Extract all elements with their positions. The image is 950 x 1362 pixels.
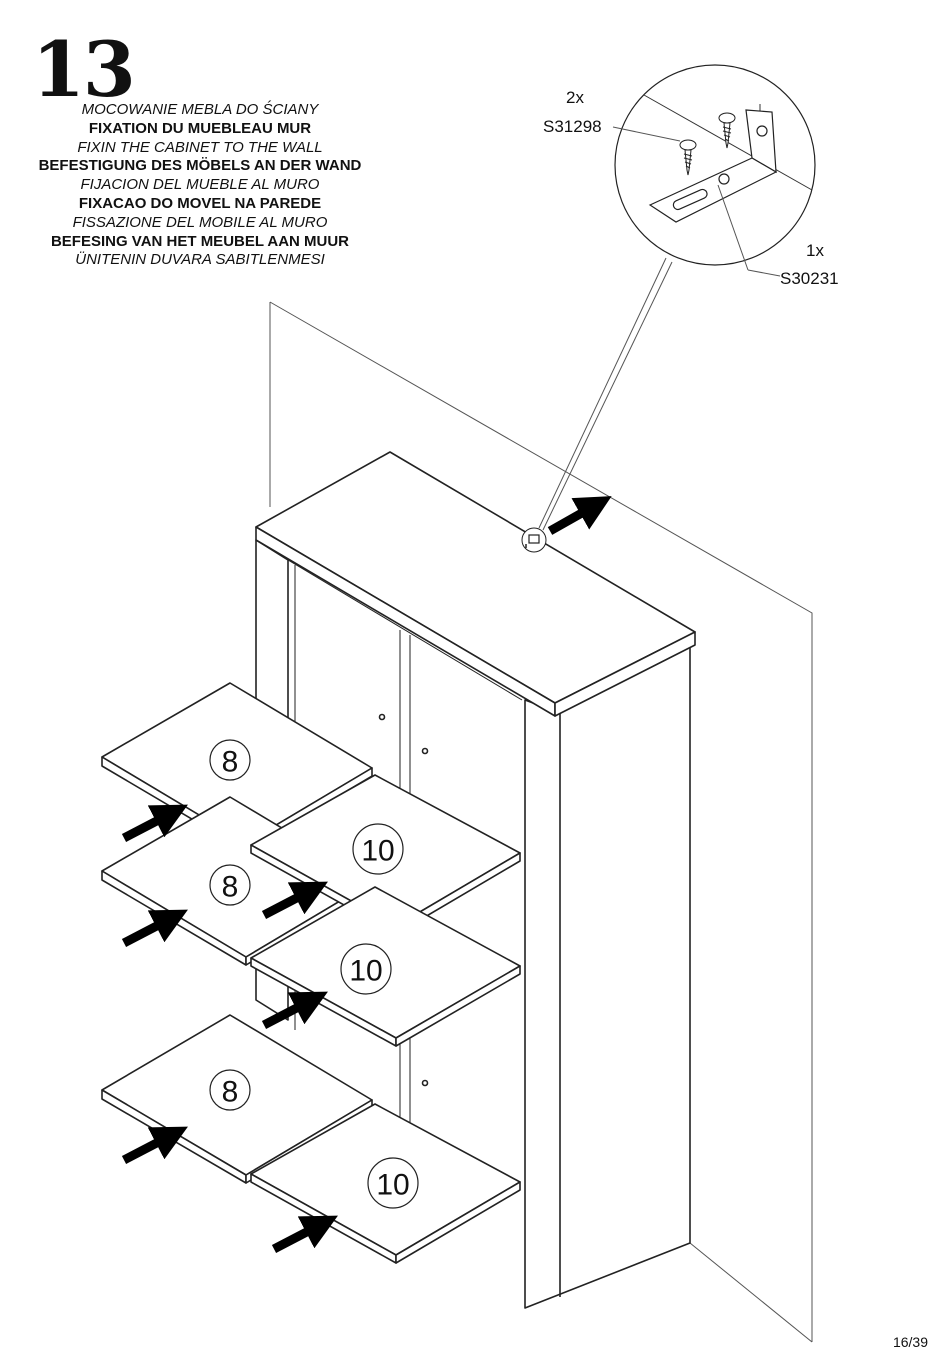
title-turkish: ÜNITENIN DUVARA SABITLENMESI	[75, 251, 325, 269]
detail-leader	[538, 257, 673, 531]
screw-code: S31298	[543, 117, 602, 136]
arrow-icon	[547, 496, 612, 535]
page-number: 16/39	[892, 1334, 928, 1350]
shelf-label-right-3: 10	[367, 1157, 419, 1209]
screw-icon	[679, 112, 736, 176]
title-spanish: FIJACION DEL MUEBLE AL MURO	[80, 176, 320, 194]
shelf-label-left-2: 8	[209, 864, 251, 906]
title-german: BEFESTIGUNG DES MÖBELS AN DER WAND	[38, 157, 362, 175]
cabinet	[255, 451, 696, 1309]
title-block: MOCOWANIE MEBLA DO ŚCIANY FIXATION DU MU…	[20, 101, 380, 270]
shelf-label-right-1: 10	[352, 823, 404, 875]
title-polish: MOCOWANIE MEBLA DO ŚCIANY	[81, 101, 319, 118]
shelf-label-right-2: 10	[340, 943, 392, 995]
bracket-code: S30231	[780, 269, 839, 288]
svg-text:8: 8	[222, 746, 239, 779]
svg-text:10: 10	[349, 955, 382, 988]
bracket-spot	[521, 527, 547, 553]
svg-text:8: 8	[222, 871, 239, 904]
title-english: FIXIN THE CABINET TO THE WALL	[77, 138, 323, 156]
insert-arrows	[121, 496, 612, 1253]
bracket-qty: 1x	[806, 241, 824, 260]
detail-callout: 2x S31298 1x S30231	[543, 64, 839, 288]
svg-text:10: 10	[361, 835, 394, 868]
title-italian: FISSAZIONE DEL MOBILE AL MURO	[72, 213, 328, 231]
wall	[269, 301, 813, 1343]
arrow-icon	[261, 991, 328, 1029]
shelf-labels: 8 8 8 10 10 10	[209, 739, 419, 1209]
svg-text:10: 10	[376, 1169, 409, 1202]
arrow-icon	[121, 909, 188, 947]
shelf-label-left-1: 8	[209, 739, 251, 781]
title-dutch: BEFESING VAN HET MEUBEL AAN MUUR	[50, 232, 350, 250]
svg-text:8: 8	[222, 1076, 239, 1109]
arrow-icon	[121, 804, 188, 842]
arrow-icon	[271, 1215, 338, 1253]
title-french: FIXATION DU MUEBLEAU MUR	[88, 119, 312, 137]
wall-bracket-icon	[648, 109, 778, 223]
step-number: 13	[32, 25, 136, 114]
arrow-icon	[121, 1126, 188, 1164]
title-portuguese: FIXACAO DO MOVEL NA PAREDE	[78, 194, 322, 212]
arrow-icon	[261, 881, 328, 919]
shelf-label-left-3: 8	[209, 1069, 251, 1111]
screw-qty: 2x	[566, 88, 584, 107]
